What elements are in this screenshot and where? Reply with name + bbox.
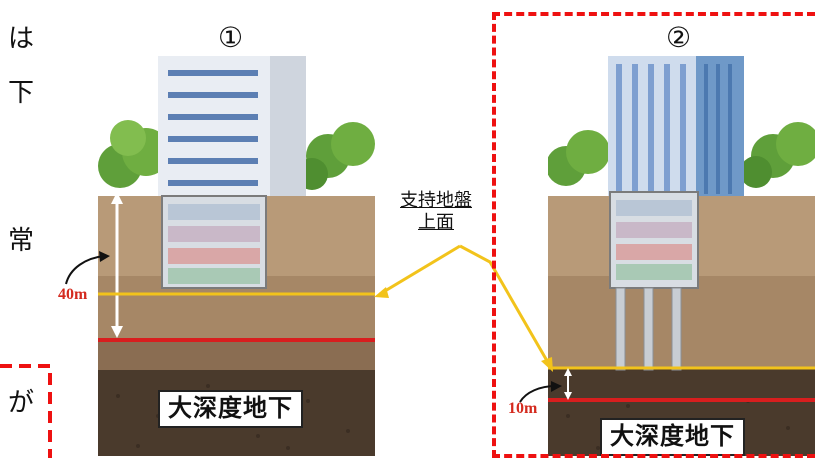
- panel-2-number: ②: [666, 21, 692, 54]
- callout-line-2: 上面: [418, 211, 454, 233]
- panel-2-depth-label: 10m: [508, 400, 538, 417]
- panel-2-scene: [548, 56, 815, 456]
- panel-1-scene: [98, 56, 375, 456]
- panel-1-number: ①: [218, 21, 244, 54]
- support-ground-callout: 支持地盤 上面: [400, 190, 472, 233]
- text-fragment-1: は: [8, 24, 35, 54]
- text-fragment-3: 常: [8, 226, 35, 256]
- panel-1-illustration: 大深度地下: [98, 56, 375, 456]
- text-fragment-4: が: [8, 388, 35, 418]
- panel-2-illustration: 大深度地下: [548, 56, 815, 456]
- callout-line-1: 支持地盤: [400, 190, 472, 211]
- text-fragment-2: 下: [8, 78, 35, 108]
- panel-1-depth-label: 40m: [58, 286, 88, 303]
- panel-1-deep-label: 大深度地下: [158, 390, 303, 428]
- panel-2-highlight-box: [492, 12, 815, 458]
- panel-2-deep-label: 大深度地下: [600, 418, 745, 456]
